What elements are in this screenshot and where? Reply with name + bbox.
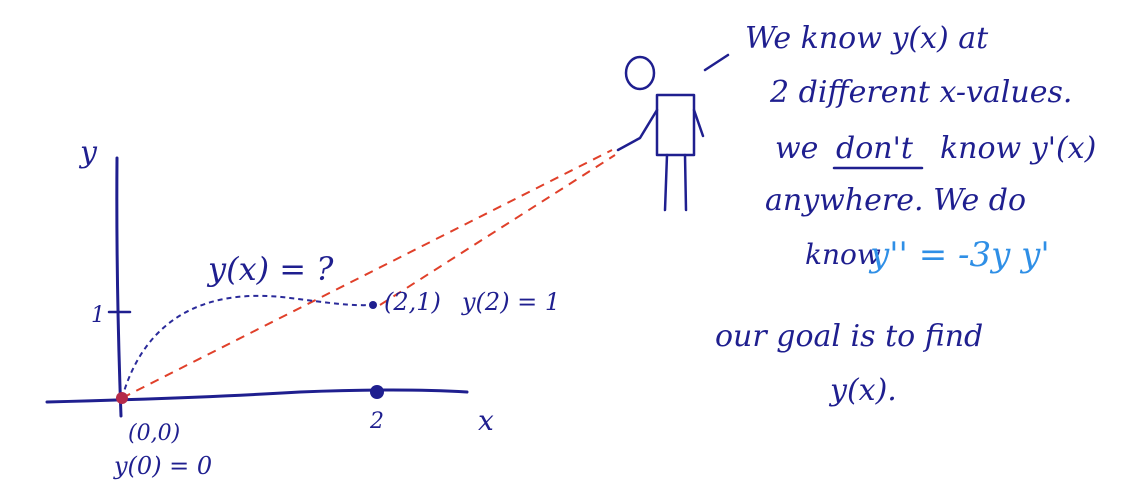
ode-equation: y'' = -3y y' (868, 235, 1050, 275)
sight-line-to-point (379, 154, 616, 306)
end-point (369, 301, 377, 309)
origin-label: (0,0) (128, 421, 180, 446)
speech-line-5a: know (805, 238, 881, 271)
sight-line-to-origin (121, 149, 613, 399)
figure-legs (663, 153, 688, 212)
x-tick-label: 2 (369, 409, 384, 434)
end-point-label: (2,1) (384, 288, 441, 316)
y-axis (115, 156, 123, 418)
speech-line-4: anywhere. We do (765, 183, 1026, 218)
speech-line-1: We know y(x) at (745, 21, 989, 56)
speech-line-3c: know y'(x) (940, 131, 1096, 166)
unknown-curve (121, 294, 373, 399)
x-axis-label: x (478, 404, 494, 437)
speech-line-3a: we (775, 131, 818, 166)
stick-figure (616, 53, 730, 212)
curve-label: y(x) = ? (206, 250, 334, 288)
figure-body (655, 93, 696, 157)
right-condition: y(2) = 1 (461, 288, 560, 316)
origin-point (116, 392, 128, 404)
speech-line-2: 2 different x-values. (769, 75, 1072, 110)
x-axis (45, 388, 469, 404)
y-tick-label: 1 (91, 303, 105, 328)
goal-line: our goal is to find (715, 319, 983, 354)
y-axis-label: y (78, 135, 98, 170)
figure-head (624, 55, 656, 91)
speech-tick (703, 53, 730, 72)
left-condition: y(0) = 0 (113, 452, 212, 480)
figure-arm-right (692, 108, 705, 138)
x-axis-point-2 (370, 385, 384, 399)
speech-line-3b: don't (836, 131, 914, 166)
figure-arm-pointing (616, 108, 659, 152)
goal-target: y(x). (828, 373, 897, 408)
